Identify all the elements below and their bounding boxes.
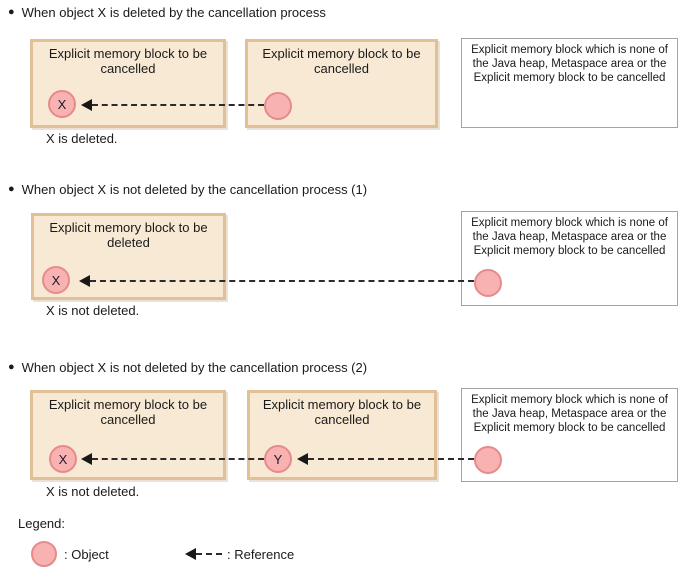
- arrowhead-icon: [81, 453, 92, 465]
- memory-block-label: Explicit memory block to be cancelled: [48, 397, 208, 427]
- object-label: X: [58, 451, 68, 467]
- plain-memory-block-label: Explicit memory block which is none of t…: [471, 217, 668, 257]
- memory-block-label: Explicit memory block to be deleted: [49, 220, 208, 250]
- object-circle: [264, 92, 292, 120]
- section-title-text: When object X is deleted by the cancella…: [21, 5, 326, 20]
- reference-arrow: [81, 453, 264, 465]
- section-title: ● When object X is deleted by the cancel…: [8, 5, 326, 20]
- legend-reference-icon: [185, 548, 222, 560]
- legend-object-label: : Object: [64, 547, 109, 562]
- object-circle: X: [48, 90, 76, 118]
- result-caption: X is not deleted.: [46, 303, 140, 318]
- reference-arrow: [81, 99, 264, 111]
- arrowhead-icon: [79, 275, 90, 287]
- reference-arrow: [297, 453, 474, 465]
- bullet-icon: ●: [8, 361, 15, 373]
- object-circle: X: [49, 445, 77, 473]
- object-circle: [474, 269, 502, 297]
- plain-memory-block-label: Explicit memory block which is none of t…: [471, 394, 668, 434]
- legend-reference-label: : Reference: [227, 547, 295, 562]
- memory-block-label: Explicit memory block to be cancelled: [262, 397, 422, 427]
- memory-block-label: Explicit memory block to be cancelled: [262, 46, 421, 76]
- object-circle: [474, 446, 502, 474]
- result-caption: X is deleted.: [46, 131, 118, 146]
- arrowhead-icon: [81, 99, 92, 111]
- arrowhead-icon: [185, 548, 196, 560]
- result-caption: X is not deleted.: [46, 484, 140, 499]
- plain-memory-block: Explicit memory block which is none of t…: [461, 211, 678, 306]
- legend-title: Legend:: [18, 516, 65, 531]
- object-label: Y: [273, 451, 283, 467]
- plain-memory-block-label: Explicit memory block which is none of t…: [471, 44, 668, 84]
- section-title: ● When object X is not deleted by the ca…: [8, 182, 367, 197]
- bullet-icon: ●: [8, 183, 15, 195]
- bullet-icon: ●: [8, 6, 15, 18]
- reference-arrow: [79, 275, 474, 287]
- object-circle: X: [42, 266, 70, 294]
- object-label: X: [57, 96, 67, 112]
- plain-memory-block: Explicit memory block which is none of t…: [461, 38, 678, 128]
- object-circle: Y: [264, 445, 292, 473]
- section-title-text: When object X is not deleted by the canc…: [21, 182, 368, 197]
- legend-object-icon: [31, 541, 57, 567]
- object-label: X: [51, 272, 61, 288]
- section-title: ● When object X is not deleted by the ca…: [8, 360, 367, 375]
- arrowhead-icon: [297, 453, 308, 465]
- memory-block-label: Explicit memory block to be cancelled: [48, 46, 208, 76]
- section-title-text: When object X is not deleted by the canc…: [21, 360, 368, 375]
- plain-memory-block: Explicit memory block which is none of t…: [461, 388, 678, 482]
